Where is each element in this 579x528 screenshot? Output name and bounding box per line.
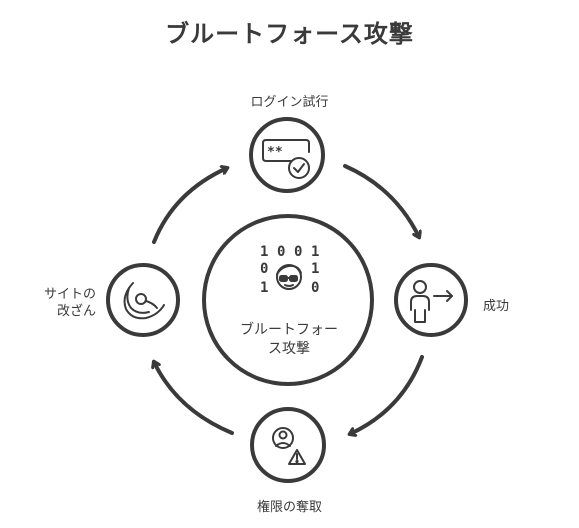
node-site-tampering [106,263,180,337]
label-success: 成功 [483,299,510,314]
label-site-tampering: サイトの 改ざん [28,286,96,320]
binary-digit: 1 [260,280,268,296]
diagram-title: ブルートフォース攻撃 [165,20,414,48]
svg-text:**: ** [267,145,283,160]
binary-digit: 0 [294,244,302,260]
binary-digit: 0 [311,280,319,296]
user-login-arrow-icon [410,280,453,323]
label-login-attempt: ログイン試行 [250,95,329,110]
arrow-left-to-top [152,168,227,244]
binary-digit: 0 [277,244,285,260]
label-privilege-seizure: 権限の奪取 [256,500,322,515]
arrow-bottom-to-left [154,362,234,435]
cycle-arrows [152,164,424,435]
user-warning-icon [272,427,306,465]
node-login-attempt: ** [249,117,325,193]
binary-digit: 1 [260,244,268,260]
label-site-tampering-line2: 改ざん [56,304,96,319]
swirl-hand-icon [123,282,165,320]
center-label-line1: ブルートフォー [240,322,338,338]
center-circle [202,214,374,386]
binary-digit: 1 [311,261,319,277]
node-success [394,263,468,337]
hacker-face-icon [276,264,302,290]
center-label-line2: ス攻撃 [268,341,310,357]
binary-digits: 1 0 0 1 0 1 1 0 [260,244,319,296]
arrow-right-to-bottom [350,355,424,434]
binary-digit: 1 [311,244,319,260]
node-privilege-seizure [250,407,326,483]
arrow-top-to-right [343,164,419,237]
center-label: ブルートフォー ス攻撃 [229,321,349,359]
password-check-icon: ** [262,139,310,179]
label-site-tampering-line1: サイトの [43,287,96,302]
binary-digit: 0 [260,261,268,277]
